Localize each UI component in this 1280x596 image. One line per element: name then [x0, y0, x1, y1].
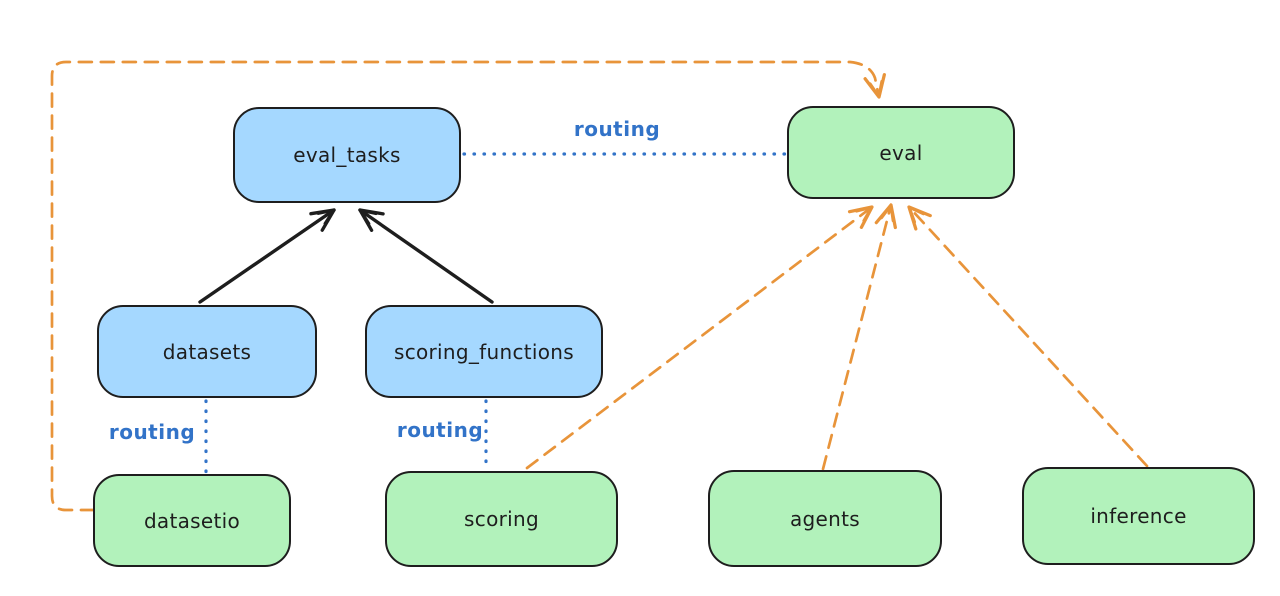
node-datasets-label: datasets: [162, 339, 252, 364]
node-datasets: datasets: [97, 305, 317, 398]
edge-agents-to-eval: [821, 203, 897, 471]
node-scoring-functions: scoring_functions: [365, 305, 603, 398]
edge-inference-to-eval: [907, 205, 1149, 468]
node-scoring: scoring: [385, 471, 618, 567]
edge-scoring-functions-to-eval-tasks: [358, 208, 494, 304]
node-eval: eval: [787, 106, 1015, 199]
routing-label-top: routing: [573, 117, 661, 141]
edge-scoring-to-eval: [525, 205, 874, 470]
node-eval-tasks: eval_tasks: [233, 107, 461, 203]
node-datasetio-label: datasetio: [143, 508, 241, 533]
node-scoring-label: scoring: [464, 507, 539, 531]
node-datasetio: datasetio: [93, 474, 291, 567]
node-agents-label: agents: [790, 506, 860, 531]
edge-datasets-to-eval-tasks: [198, 208, 336, 304]
node-eval-tasks-label: eval_tasks: [293, 143, 401, 167]
routing-label-scoring: routing: [396, 418, 484, 442]
node-inference-label: inference: [1090, 504, 1187, 528]
node-inference: inference: [1022, 467, 1255, 565]
node-agents: agents: [708, 470, 942, 567]
node-eval-label: eval: [879, 140, 923, 165]
node-scoring-functions-label: scoring_functions: [393, 339, 575, 364]
routing-label-datasetio: routing: [108, 420, 196, 444]
